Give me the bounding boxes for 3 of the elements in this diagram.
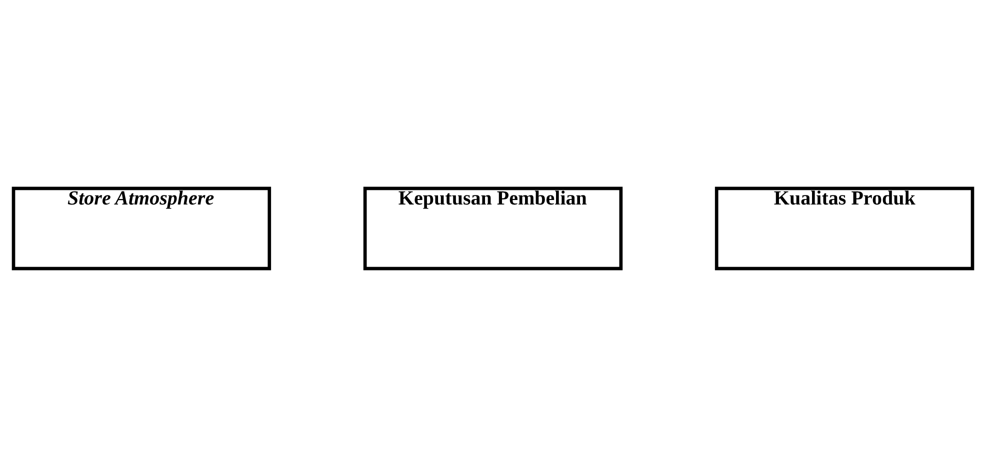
node-box: Kualitas Produk [714, 186, 974, 270]
node-box: Store Atmosphere [11, 186, 271, 270]
node-box: Keputusan Pembelian [362, 186, 622, 270]
